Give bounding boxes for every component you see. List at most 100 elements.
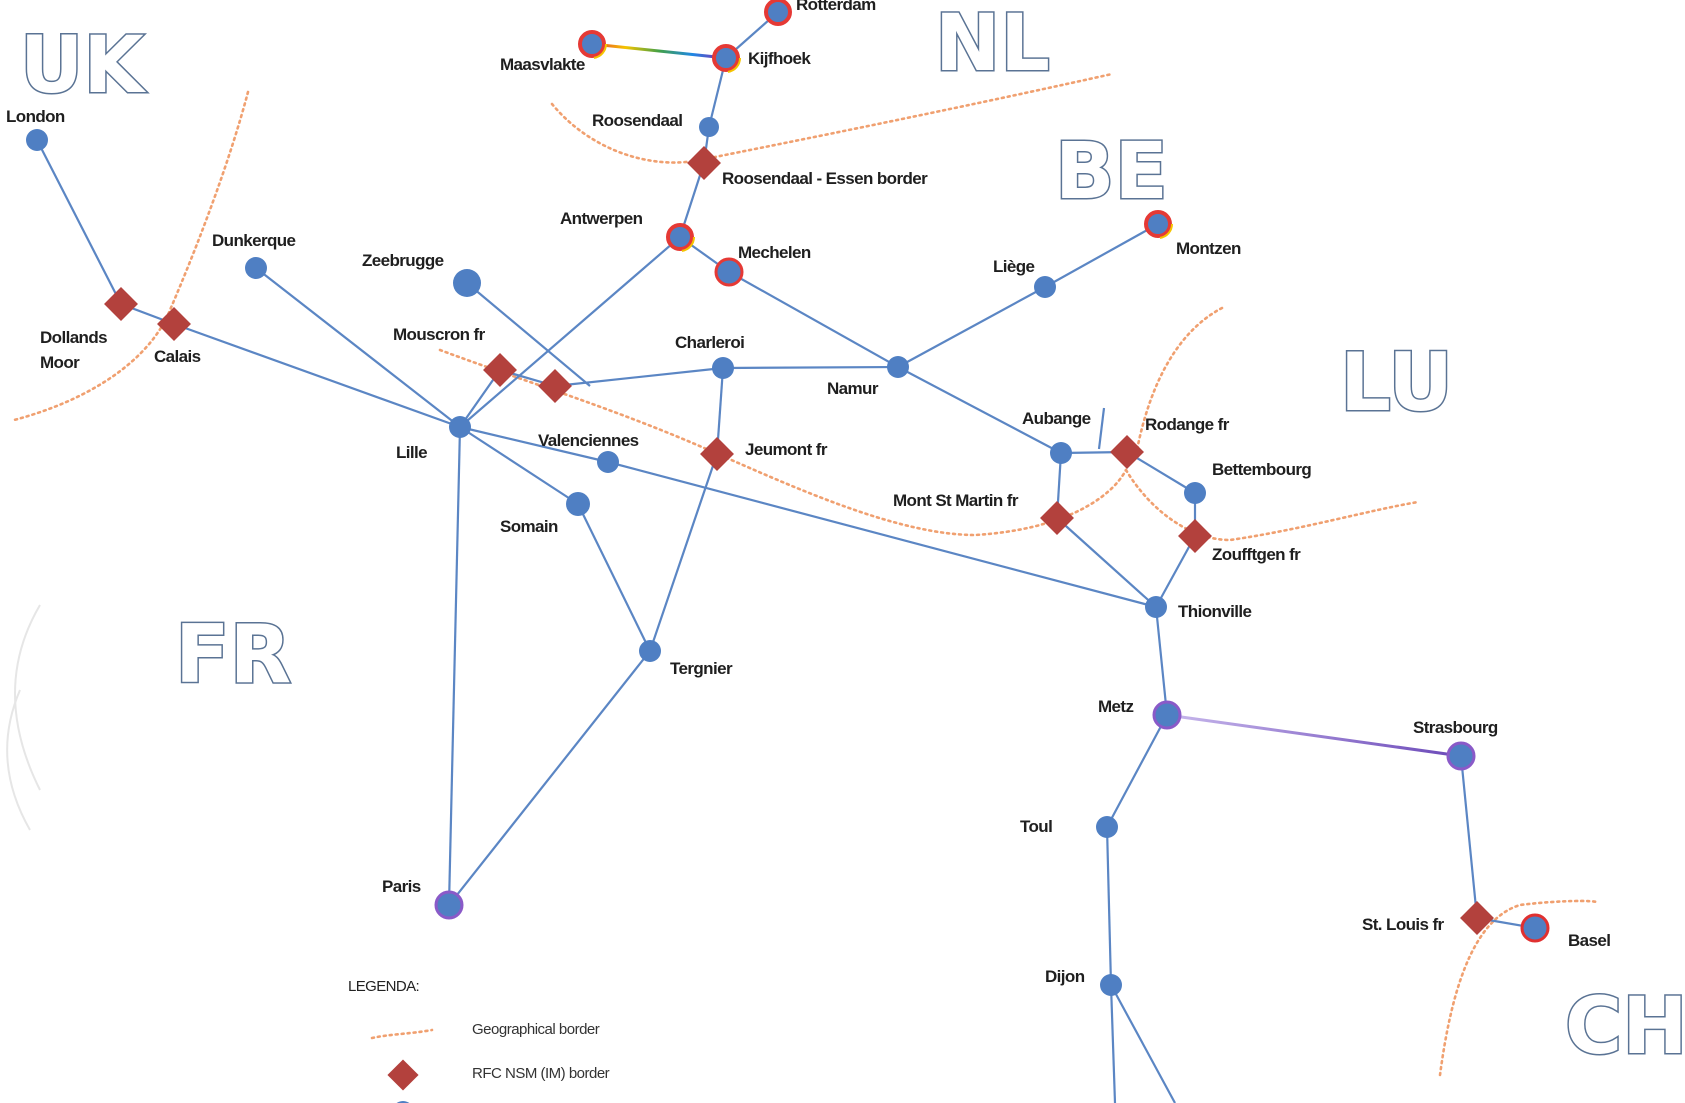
label-moor: Moor [40,353,80,372]
rail-line [1459,755,1479,919]
border-fr-ch [1438,899,1600,1077]
node-tergnier [639,640,661,662]
label-bettembourg: Bettembourg [1212,460,1311,479]
rail-line [1105,826,1113,986]
legend-title: LEGENDA: [348,978,419,995]
node-basel [1520,913,1550,943]
border-crossings [104,146,1494,935]
legend-geographical-border: Geographical border [472,1021,600,1038]
rail-line [897,366,1062,454]
rail-line [1110,984,1176,1103]
label-zoufftgen-fr: Zoufftgen fr [1212,545,1301,564]
country-label-nl: NL [935,0,1050,89]
label-dijon: Dijon [1045,967,1085,986]
label-roosendaal-essen-border: Roosendaal - Essen border [722,169,928,188]
node-montzen-ring [1143,209,1173,239]
decorative-arc [14,604,41,791]
border-diamond-st-louis [1460,901,1494,935]
border-diamond-roosendaal-essen [687,146,721,180]
country-label-uk: UK [20,21,146,111]
rail-line [459,236,681,428]
label-namur: Namur [827,379,879,398]
label-jeumont-fr: Jeumont fr [745,440,828,459]
legend-diamond-swatch [387,1059,419,1091]
rail-line [255,267,461,428]
rail-line [448,650,651,906]
node-valenciennes [597,451,619,473]
label-antwerpen: Antwerpen [560,209,643,228]
node-rotterdam [764,0,792,26]
label-basel: Basel [1568,931,1610,950]
label-charleroi: Charleroi [675,333,744,352]
geographical-borders [12,72,1600,1077]
border-diamond-calais [157,307,191,341]
label-calais: Calais [154,347,201,366]
node-maasvlakte-ring [577,29,607,59]
node-strasbourg [1446,741,1476,771]
country-label-fr: FR [175,608,291,701]
label-london: London [6,107,65,126]
rail-line [554,366,724,388]
rail-line [728,271,899,368]
rail-line [577,503,651,652]
node-montzen [1144,210,1172,238]
label-rodange-fr: Rodange fr [1145,415,1230,434]
rail-line [447,426,462,906]
rail-line [459,426,579,505]
label-rotterdam: Rotterdam [796,0,876,14]
node-charleroi [712,357,734,379]
label-metz: Metz [1098,697,1133,716]
node-roosendaal [699,117,719,137]
rail-line [1097,407,1106,450]
rail-line [173,322,461,429]
node-somain [566,492,590,516]
border-be-lu [1134,306,1224,457]
rail-line [722,365,899,370]
border-nl-be [550,72,1114,164]
label-maasvlakte: Maasvlakte [500,55,585,74]
node-liege [1034,276,1056,298]
country-label-be: BE [1055,127,1168,217]
label-strasbourg: Strasbourg [1413,718,1498,737]
border-diamond-mouscron-1 [483,353,517,387]
node-namur [887,356,909,378]
label-liege: Liège [993,257,1035,276]
node-dijon [1100,974,1122,996]
rail-line [466,282,591,387]
border-diamond-mont-st-martin [1040,501,1074,535]
border-lu-fr [1124,468,1420,542]
station-labels: Rotterdam Maasvlakte Kijfhoek Roosendaal… [6,0,1611,986]
node-metz [1152,700,1182,730]
label-st-louis-fr: St. Louis fr [1362,915,1445,934]
node-london [26,129,48,151]
rail-line [1109,984,1117,1103]
label-zeebrugge: Zeebrugge [362,251,444,270]
node-dunkerque [245,257,267,279]
rail-line [1155,535,1196,608]
rail-line [1106,714,1168,828]
border-uk-fr [12,90,250,422]
legend-border-swatch [370,1028,434,1040]
border-diamond-jeumont [700,437,734,471]
label-dollands: Dollands [40,328,107,347]
node-antwerpen-ring [665,222,695,252]
rail-line [1056,517,1157,608]
node-maasvlakte [578,30,606,58]
node-kijfhoek [712,44,740,72]
rail-line [1154,606,1169,716]
label-toul: Toul [1020,817,1052,836]
node-aubange [1050,442,1072,464]
legend: LEGENDA: Geographical border RFC NSM (IM… [348,978,610,1103]
label-thionville: Thionville [1178,602,1251,621]
rail-line-metz-strasbourg [1166,713,1462,758]
label-paris: Paris [382,877,421,896]
border-diamond-dollands-moor [104,287,138,321]
label-montzen: Montzen [1176,239,1241,258]
label-aubange: Aubange [1022,409,1091,428]
label-roosendaal: Roosendaal [592,111,682,130]
label-dunkerque: Dunkerque [212,231,296,250]
rail-line [1126,451,1196,494]
rail-line [1044,223,1159,288]
label-mechelen: Mechelen [738,243,811,262]
